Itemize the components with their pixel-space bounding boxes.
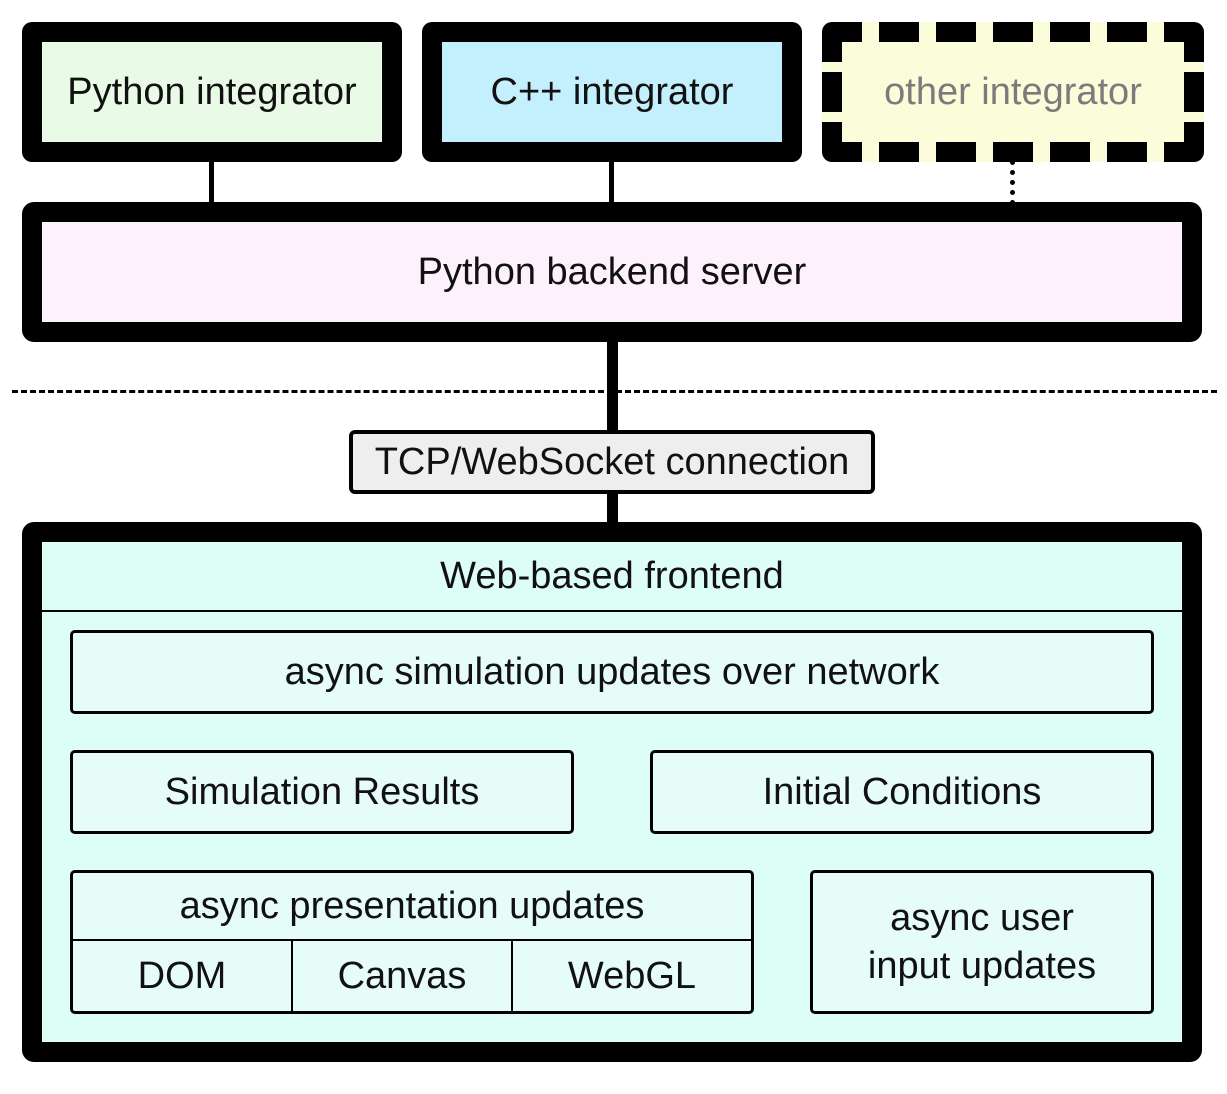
user-input-label-line2: input updates (867, 945, 1097, 987)
presentation-updates-box (70, 870, 754, 1014)
presentation-cell-webgl: WebGL (513, 941, 751, 1011)
simulation-results-label: Simulation Results (164, 770, 480, 813)
presentation-cell-canvas: Canvas (293, 941, 513, 1011)
presentation-cell-dom: DOM (73, 941, 293, 1011)
python-integrator-box: Python integrator (22, 22, 402, 162)
network-updates-box: async simulation updates over network (70, 630, 1154, 714)
presentation-updates-label: async presentation updates (179, 884, 645, 927)
cpp-to-backend-connector (609, 160, 614, 205)
cpp-integrator-label: C++ integrator (490, 70, 734, 113)
presentation-cell-label: Canvas (337, 954, 467, 997)
simulation-results-box: Simulation Results (70, 750, 574, 834)
python-to-backend-connector (209, 160, 214, 205)
backend-server-box: Python backend server (22, 202, 1202, 342)
frontend-title: Web-based frontend (42, 542, 1182, 612)
presentation-cell-label: DOM (137, 954, 227, 997)
frontend-title-label: Web-based frontend (440, 554, 784, 597)
initial-conditions-box: Initial Conditions (650, 750, 1154, 834)
other-integrator-box: other integrator (822, 22, 1204, 162)
backend-server-label: Python backend server (417, 250, 807, 293)
python-integrator-label: Python integrator (67, 70, 357, 113)
other-to-backend-connector (1010, 160, 1015, 205)
cpp-integrator-box: C++ integrator (422, 22, 802, 162)
connection-box: TCP/WebSocket connection (349, 430, 875, 494)
network-boundary-line (12, 390, 1217, 393)
user-input-label-line1: async user (890, 897, 1074, 939)
connection-label: TCP/WebSocket connection (374, 440, 850, 483)
user-input-updates-box: async user input updates (810, 870, 1154, 1014)
presentation-updates-title: async presentation updates (73, 873, 751, 941)
presentation-cell-label: WebGL (567, 954, 697, 997)
network-updates-label: async simulation updates over network (284, 650, 940, 693)
initial-conditions-label: Initial Conditions (762, 770, 1042, 813)
other-integrator-label: other integrator (884, 70, 1142, 113)
